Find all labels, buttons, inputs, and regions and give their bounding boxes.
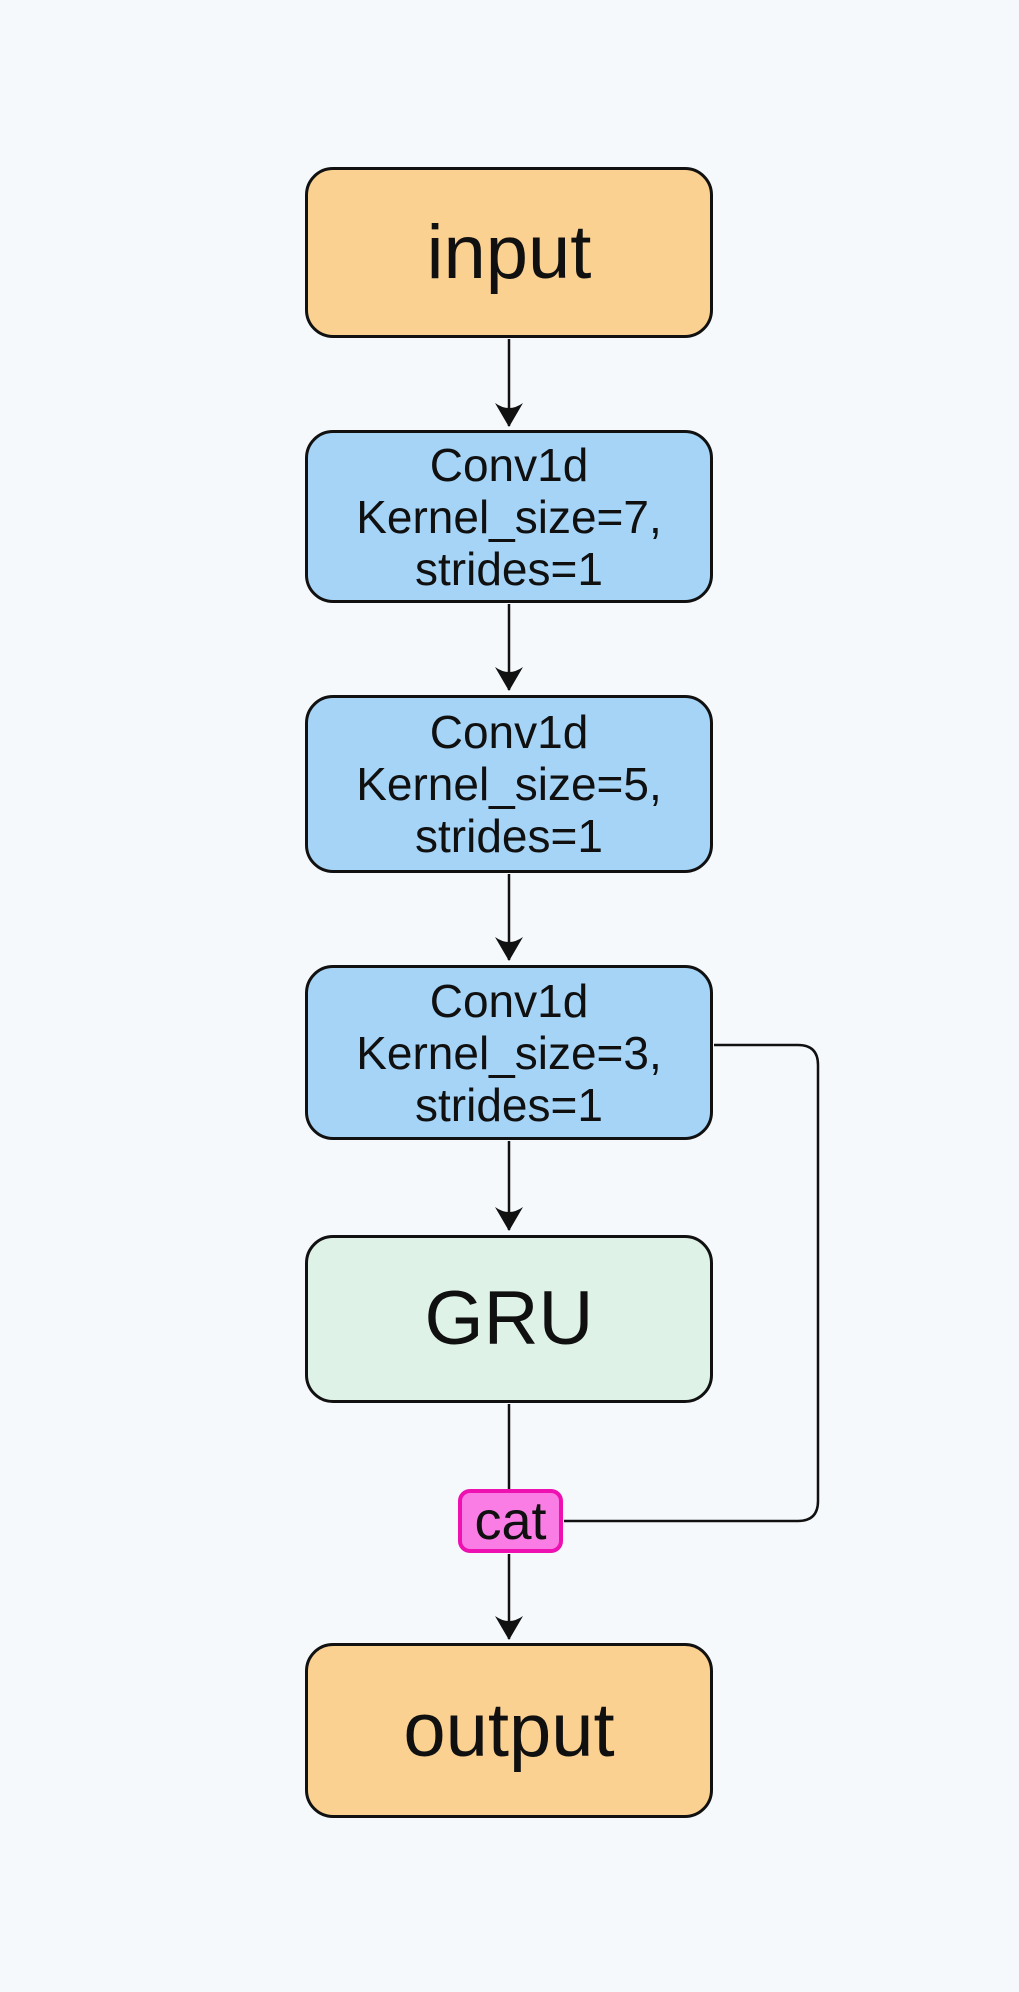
node-conv2: Conv1d Kernel_size=5, strides=1 (305, 695, 713, 873)
node-output-label: output (403, 1687, 615, 1773)
node-conv2-line-1: Conv1d (429, 706, 589, 758)
node-gru-label: GRU (424, 1276, 594, 1361)
node-gru: GRU (305, 1235, 713, 1403)
edge-skip-conv3-to-cat (564, 1043, 820, 1523)
node-cat: cat (458, 1489, 563, 1553)
node-conv1-line-3: strides=1 (415, 542, 603, 595)
node-conv3: Conv1d Kernel_size=3, strides=1 (305, 965, 713, 1140)
node-conv1-line-1: Conv1d (429, 438, 589, 491)
node-conv3-line-3: strides=1 (415, 1078, 603, 1131)
node-conv3-line-2: Kernel_size=3, (356, 1026, 662, 1079)
node-conv1-line-2: Kernel_size=7, (356, 490, 662, 543)
node-cat-label: cat (474, 1491, 547, 1551)
node-input: input (305, 167, 713, 338)
node-conv1: Conv1d Kernel_size=7, strides=1 (305, 430, 713, 603)
node-conv2-line-2: Kernel_size=5, (356, 758, 662, 810)
node-input-label: input (426, 209, 592, 295)
node-conv2-line-3: strides=1 (415, 810, 603, 862)
node-output: output (305, 1643, 713, 1818)
node-conv3-line-1: Conv1d (429, 974, 589, 1027)
